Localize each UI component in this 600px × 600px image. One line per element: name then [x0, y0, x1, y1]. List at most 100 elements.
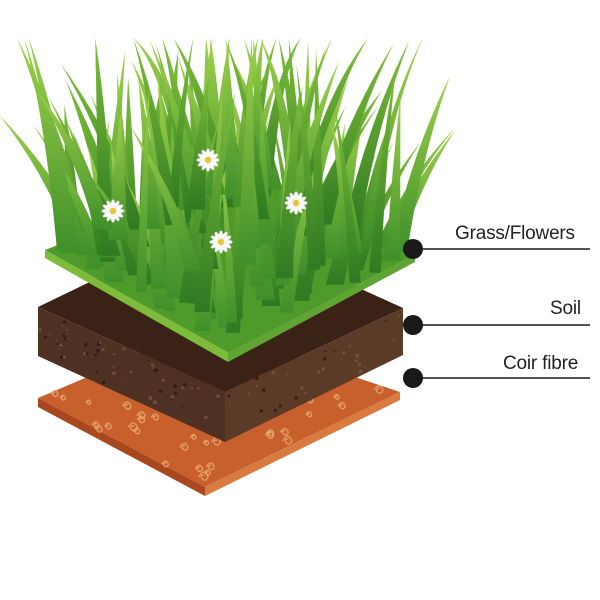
soil-speck: [271, 371, 276, 375]
daisy-flower: [196, 148, 220, 172]
grass-blade: [138, 78, 163, 229]
soil-speck: [254, 376, 259, 381]
coir-swirl: [202, 439, 210, 446]
soil-speck: [55, 339, 58, 342]
soil-speck: [342, 351, 346, 355]
soil-speck: [151, 363, 155, 367]
grass-blade: [237, 39, 256, 265]
soil-speck: [334, 351, 336, 353]
flowers: [101, 148, 308, 254]
soil-speck: [216, 394, 220, 399]
soil-speck: [148, 396, 153, 401]
grass-blade: [311, 49, 326, 266]
grass-blade: [386, 96, 401, 261]
label-soil: Soil: [550, 298, 581, 319]
soil-speck: [357, 362, 361, 366]
grass-blade: [296, 64, 320, 270]
soil-speck: [294, 396, 298, 400]
soil-speck: [112, 371, 116, 376]
label-coir-fibre: Coir fibre: [503, 353, 579, 374]
soil-speck: [190, 387, 193, 390]
soil-speck: [137, 384, 139, 386]
coir-swirl: [59, 394, 67, 401]
soil-speck: [96, 371, 99, 374]
coir-swirl: [150, 413, 160, 421]
soil-speck: [83, 352, 86, 355]
soil-speck: [181, 405, 184, 408]
coir-swirl: [282, 435, 293, 445]
label-grass-flowers: Grass/Flowers: [455, 223, 575, 244]
coir-swirl: [50, 389, 59, 398]
soil-speck: [61, 324, 64, 327]
grass-layer: [0, 38, 456, 362]
soil-speck: [101, 347, 105, 352]
soil-speck: [286, 390, 289, 393]
coir-swirl: [132, 427, 141, 435]
grass-blade: [389, 76, 450, 253]
soil-speck: [60, 355, 64, 359]
coir-swirl: [194, 464, 204, 473]
soil-speck: [173, 384, 178, 389]
coir-swirl: [136, 411, 146, 420]
soil-speck: [43, 335, 48, 339]
soil-speck: [262, 388, 266, 392]
soil-speck: [385, 320, 387, 322]
coir-swirl: [305, 411, 313, 418]
soil-speck: [96, 348, 100, 353]
coir-front-edge: [38, 398, 205, 496]
soil-speck: [322, 357, 327, 361]
soil-speck: [212, 416, 215, 418]
coir-swirl: [103, 422, 113, 430]
grass-blade: [37, 91, 114, 230]
soil-speck: [259, 409, 263, 413]
grass-blade: [187, 75, 209, 210]
grass-blade: [194, 91, 236, 312]
callout-dot-soil: [403, 315, 423, 335]
soil-speck: [365, 343, 367, 345]
coir-swirl: [265, 429, 275, 437]
soil-speck: [62, 320, 67, 324]
coir-swirl: [189, 433, 197, 440]
soil-speck: [227, 394, 231, 398]
coir-swirl: [333, 393, 340, 400]
grass-blade: [32, 124, 106, 258]
coir-swirl: [136, 415, 146, 424]
soil-speck: [62, 355, 66, 359]
soil-speck: [300, 386, 304, 390]
grass-blade: [133, 38, 180, 226]
coir-swirl: [198, 471, 209, 481]
soil-speck: [397, 314, 400, 318]
coir-swirl: [179, 442, 189, 451]
grass-blade: [334, 103, 361, 283]
soil-speck: [364, 366, 367, 369]
soil-speck: [392, 338, 395, 341]
grass-blade: [361, 38, 423, 237]
coir-swirl: [94, 425, 103, 433]
soil-speck: [101, 380, 106, 385]
soil-speck: [122, 381, 124, 383]
soil-speck: [348, 344, 352, 348]
soil-speck: [197, 387, 200, 390]
soil-speck: [152, 367, 155, 369]
soil-speck: [153, 400, 157, 405]
soil-speck: [59, 343, 63, 347]
soil-speck: [286, 373, 289, 376]
soil-front-face: [38, 307, 225, 442]
grass-blade: [225, 40, 240, 199]
daisy-flower: [209, 230, 233, 254]
soil-speck: [66, 329, 69, 331]
soil-speck: [153, 368, 158, 373]
coir-swirl: [121, 401, 132, 410]
callout-grass: [403, 239, 590, 259]
soil-speck: [158, 389, 163, 393]
soil-speck: [278, 404, 282, 408]
soil-speck: [99, 341, 102, 344]
soil-speck: [247, 392, 250, 395]
grass-blade: [224, 38, 270, 220]
soil-speck: [324, 349, 327, 352]
coir-swirl: [85, 399, 92, 405]
soil-speck: [129, 370, 133, 374]
soil-speck: [242, 399, 245, 401]
soil-speck: [83, 343, 88, 347]
